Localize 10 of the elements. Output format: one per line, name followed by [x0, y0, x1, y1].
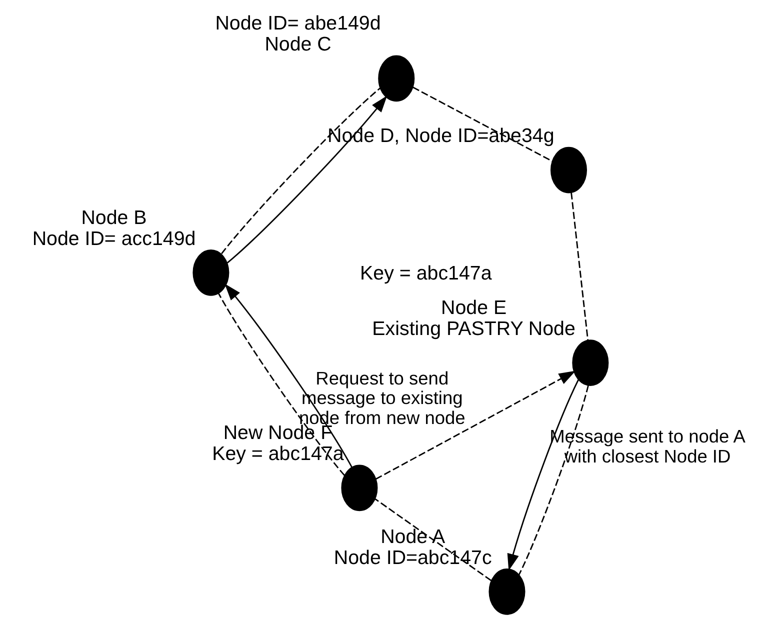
node-label: Node B: [80, 206, 146, 229]
node-label: Node E: [440, 296, 506, 319]
node-label: Node ID=abc147c: [333, 546, 492, 569]
node-label: Node ID= acc149d: [32, 228, 196, 250]
node-label: Node A: [380, 526, 445, 548]
node-label: Node C: [264, 34, 331, 56]
label: Key = abc147a: [360, 262, 492, 284]
node-label: Existing PASTRY Node: [372, 318, 575, 340]
node-label: Node ID= abe149d: [214, 12, 380, 35]
node-label: Key = abc147a: [212, 443, 344, 466]
